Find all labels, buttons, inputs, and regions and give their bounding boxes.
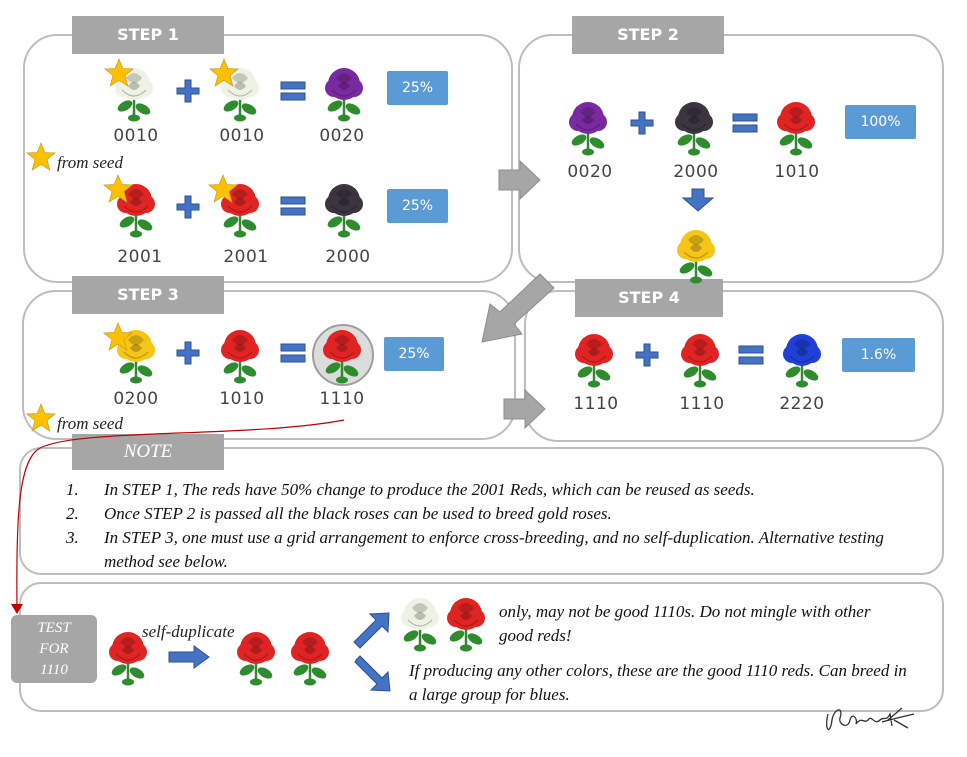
star-icon bbox=[26, 403, 56, 433]
step2-title: STEP 2 bbox=[572, 16, 724, 54]
bad-outcome-text: only, may not be good 1110s. Do not ming… bbox=[499, 602, 871, 645]
genotype-label: 0020 bbox=[319, 126, 365, 146]
black-rose-icon bbox=[672, 98, 716, 156]
step2-panel bbox=[518, 34, 944, 283]
red-rose-icon bbox=[572, 330, 616, 388]
down-right-arrow-icon bbox=[354, 655, 391, 692]
plus-icon bbox=[629, 110, 655, 136]
note-item-number: 3. bbox=[66, 528, 79, 547]
note-item: 3. In STEP 3, one must use a grid arrange… bbox=[66, 526, 896, 574]
note-list: 1. In STEP 1, The reds have 50% change to… bbox=[66, 478, 896, 574]
percent-badge: 25% bbox=[384, 337, 444, 371]
step3-title: STEP 3 bbox=[72, 276, 224, 314]
test-label-line: TEST bbox=[37, 620, 71, 636]
red-rose-icon bbox=[234, 628, 278, 686]
red-rose-icon bbox=[288, 628, 332, 686]
purple-rose-icon bbox=[566, 98, 610, 156]
genotype-label: 2000 bbox=[325, 247, 371, 267]
star-icon bbox=[208, 174, 238, 204]
equals-icon bbox=[280, 340, 306, 366]
genotype-label: 1110 bbox=[573, 394, 619, 414]
genotype-label: 1110 bbox=[319, 389, 365, 409]
equals-icon bbox=[280, 193, 306, 219]
red-rose-icon bbox=[444, 594, 488, 652]
star-icon bbox=[103, 322, 133, 352]
equals-icon bbox=[732, 110, 758, 136]
genotype-label: 1010 bbox=[219, 389, 265, 409]
genotype-label: 2220 bbox=[779, 394, 825, 414]
note-title: NOTE bbox=[72, 434, 224, 470]
red-rose-icon bbox=[320, 326, 364, 384]
genotype-label: 2001 bbox=[117, 247, 163, 267]
up-right-arrow-icon bbox=[353, 612, 390, 649]
note-item: 2. Once STEP 2 is passed all the black ro… bbox=[66, 502, 896, 526]
plus-icon bbox=[175, 78, 201, 104]
plus-icon bbox=[175, 194, 201, 220]
test-label: TEST FOR 1110 bbox=[11, 615, 97, 683]
test-label-line: FOR bbox=[39, 641, 69, 657]
genotype-label: 0010 bbox=[113, 126, 159, 146]
genotype-label: 1010 bbox=[774, 162, 820, 182]
red-rose-icon bbox=[774, 98, 818, 156]
percent-badge: 25% bbox=[387, 71, 448, 105]
gold-rose-icon bbox=[674, 226, 718, 284]
signature bbox=[826, 707, 915, 731]
white-rose-icon bbox=[398, 594, 442, 652]
star-icon bbox=[26, 142, 56, 172]
flow-arrow-icon bbox=[481, 273, 555, 343]
note-item-text: In STEP 1, The reds have 50% change to p… bbox=[104, 480, 755, 499]
right-arrow-icon bbox=[168, 645, 210, 669]
blue-rose-icon bbox=[780, 330, 824, 388]
genotype-label: 1110 bbox=[679, 394, 725, 414]
star-icon bbox=[209, 58, 239, 88]
genotype-label: 0020 bbox=[567, 162, 613, 182]
from-seed-legend: from seed bbox=[57, 153, 123, 172]
purple-rose-icon bbox=[322, 64, 366, 122]
genotype-label: 0010 bbox=[219, 126, 265, 146]
equals-icon bbox=[738, 342, 764, 368]
flow-arrow-icon bbox=[503, 388, 546, 430]
good-outcome-text: If producing any other colors, these are… bbox=[409, 661, 907, 704]
star-icon bbox=[104, 58, 134, 88]
note-item: 1. In STEP 1, The reds have 50% change to… bbox=[66, 478, 896, 502]
test-label-line: 1110 bbox=[40, 662, 68, 678]
black-rose-icon bbox=[322, 180, 366, 238]
note-item-text: In STEP 3, one must use a grid arrangeme… bbox=[104, 528, 884, 571]
note-item-number: 1. bbox=[66, 480, 79, 499]
percent-badge: 25% bbox=[387, 189, 448, 223]
note-item-number: 2. bbox=[66, 504, 79, 523]
step4-title: STEP 4 bbox=[575, 279, 723, 317]
plus-icon bbox=[175, 340, 201, 366]
note-item-text: Once STEP 2 is passed all the black rose… bbox=[104, 504, 612, 523]
red-rose-icon bbox=[218, 326, 262, 384]
red-rose-icon bbox=[678, 330, 722, 388]
star-icon bbox=[103, 174, 133, 204]
percent-badge: 100% bbox=[845, 105, 916, 139]
genotype-label: 0200 bbox=[113, 389, 159, 409]
percent-badge: 1.6% bbox=[842, 338, 915, 372]
flow-arrow-icon bbox=[498, 159, 541, 201]
down-arrow-icon bbox=[681, 188, 715, 212]
genotype-label: 2001 bbox=[223, 247, 269, 267]
step1-title: STEP 1 bbox=[72, 16, 224, 54]
from-seed-legend: from seed bbox=[57, 414, 123, 433]
equals-icon bbox=[280, 78, 306, 104]
plus-icon bbox=[634, 342, 660, 368]
genotype-label: 2000 bbox=[673, 162, 719, 182]
self-duplicate-label: self-duplicate bbox=[142, 622, 235, 641]
